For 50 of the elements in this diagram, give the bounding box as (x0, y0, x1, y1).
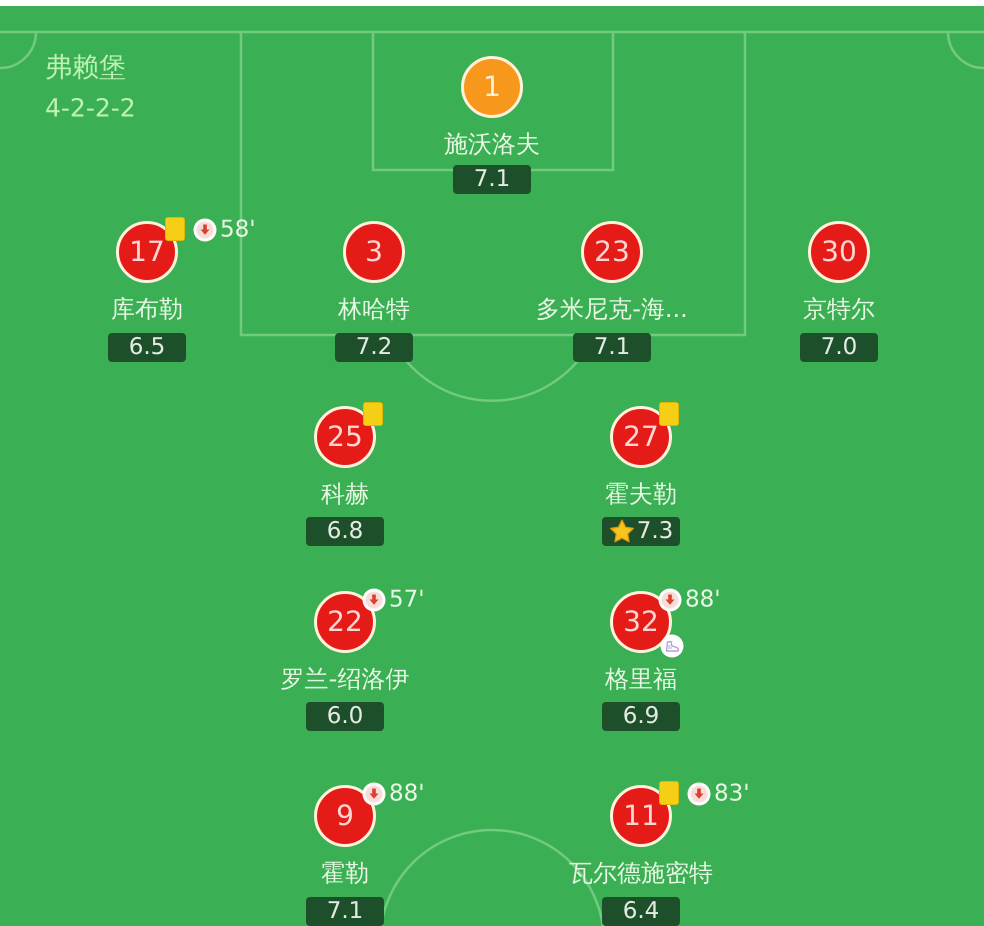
player-marker: 25 (314, 406, 376, 468)
substitution-minute: 88' (389, 781, 425, 807)
rating-value: 7.3 (636, 520, 674, 543)
rating-box (573, 333, 651, 362)
player-name: 格里福 (605, 666, 677, 694)
player-name: 瓦尔德施密特 (569, 860, 713, 888)
player-name: 京特尔 (803, 296, 875, 324)
player-name: 库布勒 (111, 296, 183, 324)
substitution-minute: 83' (714, 781, 750, 807)
rating-box (453, 165, 531, 194)
rating-box (800, 333, 878, 362)
player-marker: 22 (314, 591, 376, 653)
rating-box (306, 517, 384, 546)
rating-value: 7.1 (594, 336, 630, 359)
rating-box (108, 333, 186, 362)
rating-value: 6.5 (128, 336, 166, 359)
rating-box (306, 897, 384, 926)
player-name: 罗兰-绍洛伊 (280, 666, 410, 694)
rating-box (602, 517, 680, 546)
player-marker: 11 (610, 785, 672, 847)
substitution-minute: 57' (389, 587, 425, 613)
player-marker: 27 (610, 406, 672, 468)
player-marker: 23 (581, 221, 643, 283)
player-marker: 17 (116, 221, 178, 283)
player-marker: 1 (461, 56, 523, 118)
player-name: 多米尼克-海... (536, 296, 688, 324)
rating-box (306, 702, 384, 731)
rating-value: 7.1 (326, 900, 364, 923)
rating-value: 7.2 (356, 336, 392, 359)
substitution-minute: 58' (220, 217, 256, 243)
team-name: 弗赖堡 (45, 53, 126, 83)
rating-box (602, 897, 680, 926)
player-marker: 9 (314, 785, 376, 847)
rating-box (602, 702, 680, 731)
player-marker: 3 (343, 221, 405, 283)
rating-value: 6.4 (622, 900, 660, 923)
player-name: 科赫 (321, 481, 369, 509)
player-marker: 30 (808, 221, 870, 283)
player-name: 霍勒 (321, 860, 369, 888)
rating-box (335, 333, 413, 362)
player-name: 霍夫勒 (605, 481, 677, 509)
player-name: 施沃洛夫 (444, 131, 540, 159)
rating-value: 6.8 (326, 520, 364, 543)
player-name: 林哈特 (338, 296, 410, 324)
rating-value: 7.1 (474, 168, 510, 191)
rating-value: 7.0 (820, 336, 858, 359)
formation-label: 4-2-2-2 (45, 94, 136, 122)
rating-value: 6.9 (622, 705, 660, 728)
rating-value: 6.0 (326, 705, 364, 728)
substitution-minute: 88' (685, 587, 721, 613)
